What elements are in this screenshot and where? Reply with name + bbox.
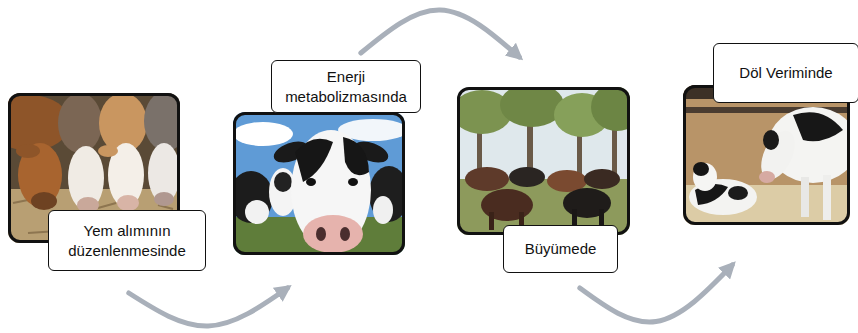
photo-content [683,85,850,225]
photo-shape [340,227,350,241]
herd-photo [457,87,630,235]
photo-shape [233,171,273,223]
photo-shape [465,167,509,191]
photo-shape [343,137,369,175]
photo-panel: Büyümede [457,87,630,235]
photo-shape [591,87,630,131]
photo-shape [274,172,292,192]
photo-shape [303,215,363,253]
photo-shape [500,87,564,127]
photo-shape [117,195,139,211]
photo-shape [348,178,358,186]
cow-face-photo [233,112,405,255]
caption-box: Yem alımının düzenlenmesinde [48,210,206,271]
photo-shape [154,192,174,206]
caption-box: Döl Veriminde [713,43,858,103]
caption-text: Döl Veriminde [739,63,832,83]
photo-shape [306,178,316,186]
caption-text: Yem alımının düzenlenmesinde [57,221,197,260]
curved-arrow [129,288,288,326]
photo-shape [31,192,57,210]
photo-panel: Enerji metabolizmasında [233,112,405,255]
photo-shape [693,163,717,191]
photo-panel: Yem alımının düzenlenmesinde [8,93,180,243]
photo-shape [98,145,118,157]
photo-shape [233,122,293,146]
caption-box: Büyümede [503,225,618,273]
curved-arrow [580,265,732,322]
photo-panel: Döl Veriminde [683,85,850,225]
photo-shape [58,93,102,153]
photo-shape [823,175,831,220]
cow-calf-photo [683,85,850,225]
photo-content [457,87,630,235]
photo-shape [584,169,620,189]
photo-shape [316,227,326,241]
curved-arrow [361,10,519,57]
photo-shape [481,189,533,221]
photo-shape [373,196,393,224]
photo-shape [763,130,779,150]
photo-shape [728,186,748,200]
photo-shape [245,200,269,224]
photo-shape [759,171,775,183]
photo-shape [509,167,545,187]
caption-text: Enerji metabolizmasında [280,67,412,106]
photo-shape [295,139,333,182]
photo-shape [16,144,40,158]
photo-shape [489,212,494,230]
photo-content [233,112,405,255]
photo-shape [793,112,843,141]
photo-shape [144,93,180,151]
caption-box: Enerji metabolizmasında [271,60,421,113]
photo-shape [801,177,809,217]
photo-shape [754,126,801,185]
photo-shape [693,162,709,176]
caption-text: Büyümede [525,239,597,259]
